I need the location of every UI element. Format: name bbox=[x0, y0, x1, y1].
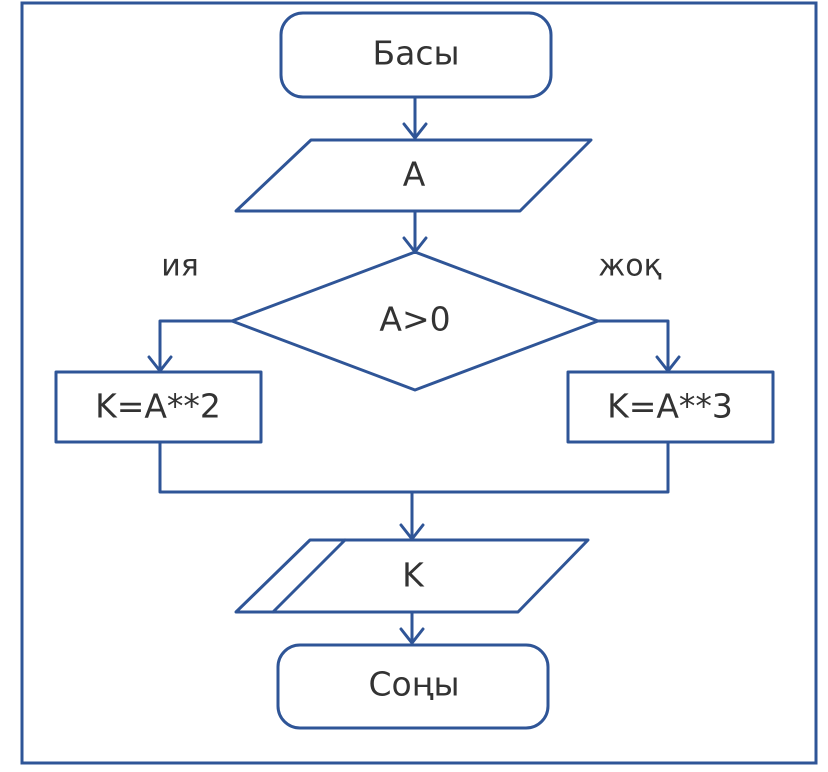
arrowhead-input bbox=[402, 122, 428, 140]
start-terminator bbox=[279, 11, 553, 99]
input-label: A bbox=[403, 155, 426, 194]
connectors bbox=[147, 95, 681, 645]
process-yes-box bbox=[54, 370, 263, 444]
connector-condition-no bbox=[596, 319, 670, 373]
connector-yes-merge bbox=[158, 440, 670, 494]
diagram-frame bbox=[20, 1, 818, 765]
process-no-label: K=A**3 bbox=[607, 387, 733, 426]
output-parallelogram bbox=[234, 538, 590, 614]
connector-condition-yes bbox=[158, 319, 234, 373]
condition-label: A>0 bbox=[379, 300, 450, 339]
arrowhead-end bbox=[399, 627, 425, 645]
output-parallelogram-inner-edge bbox=[271, 538, 347, 614]
input-parallelogram bbox=[234, 138, 593, 213]
process-yes-label: K=A**2 bbox=[95, 387, 221, 426]
start-label: Басы bbox=[372, 34, 459, 73]
branch-yes-label: ия bbox=[161, 249, 199, 284]
condition-diamond bbox=[230, 250, 600, 392]
branch-no-label: жоқ bbox=[598, 249, 662, 284]
output-label: K bbox=[402, 556, 425, 595]
end-terminator bbox=[276, 643, 550, 730]
end-label: Соңы bbox=[368, 665, 459, 704]
process-no-box bbox=[566, 370, 775, 444]
